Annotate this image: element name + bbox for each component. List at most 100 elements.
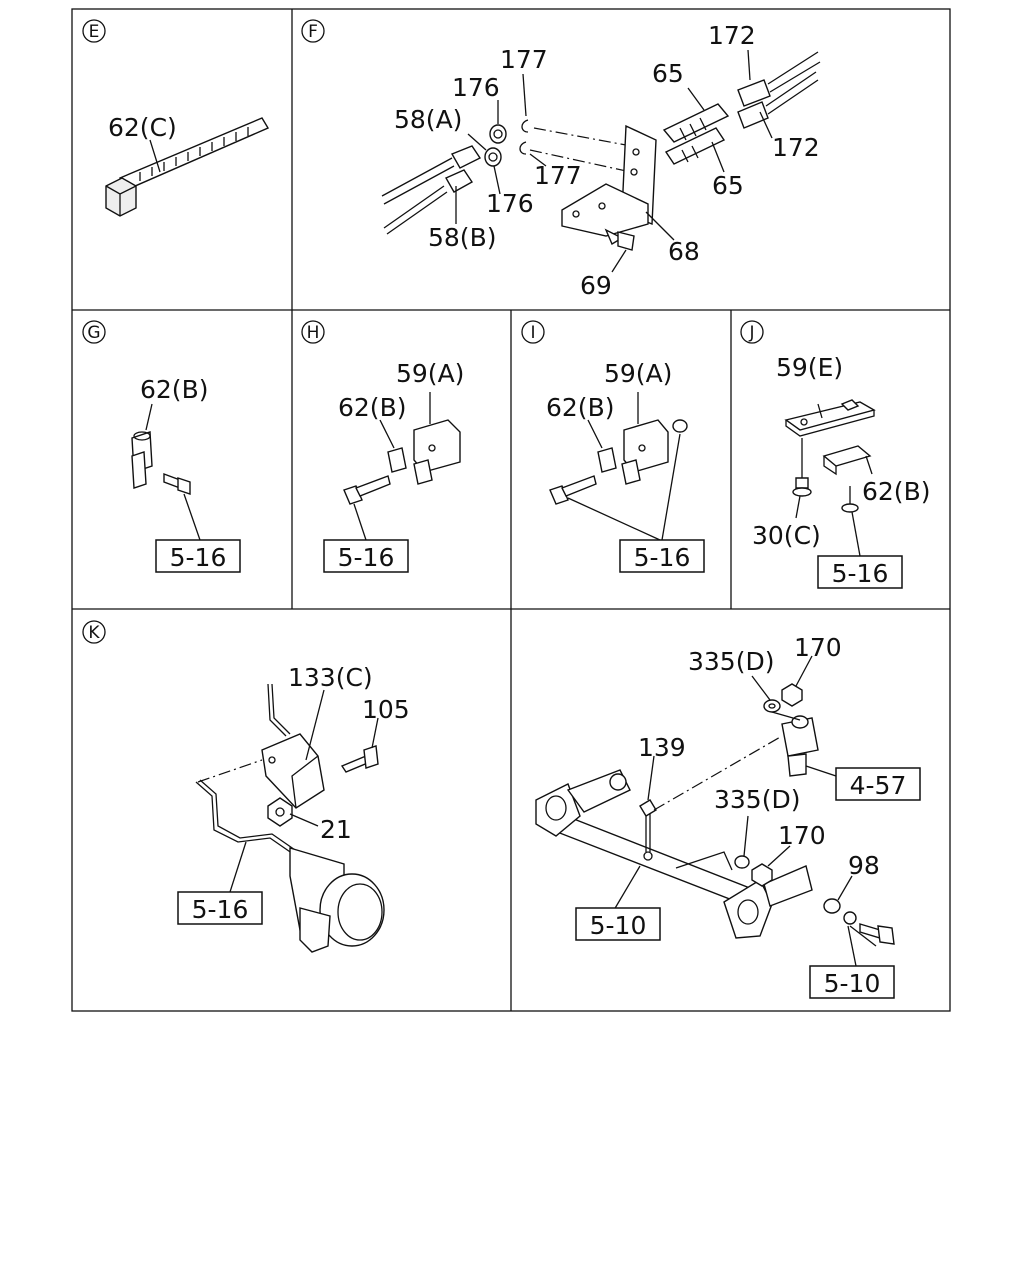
label-176-bottom: 176 bbox=[486, 189, 534, 218]
label-68: 68 bbox=[668, 237, 700, 266]
couplers-65 bbox=[662, 103, 730, 165]
panel-k-letter: K bbox=[88, 623, 100, 643]
panel-h-letter: H bbox=[307, 323, 320, 343]
label-65-bottom: 65 bbox=[712, 171, 744, 200]
bolt-g bbox=[163, 472, 191, 495]
ref-box-510-left bbox=[575, 907, 661, 941]
ref-5-16-g[interactable]: 5-16 bbox=[170, 543, 227, 572]
ref-box-k bbox=[177, 891, 263, 925]
label-139: 139 bbox=[638, 733, 686, 762]
ref-4-57[interactable]: 4-57 bbox=[850, 771, 907, 800]
bracket-68 bbox=[561, 124, 657, 237]
fittings-172 bbox=[737, 51, 821, 129]
ref-5-10-left[interactable]: 5-10 bbox=[590, 911, 647, 940]
panel-j-marker bbox=[740, 320, 764, 344]
bracket-133c bbox=[261, 683, 325, 809]
nut-170-mid bbox=[751, 863, 773, 887]
label-133c: 133(C) bbox=[288, 663, 373, 692]
panel-i-letter: I bbox=[530, 323, 535, 343]
rod-k bbox=[195, 779, 299, 857]
panel-f-letter: F bbox=[308, 22, 318, 42]
bracket-59a-h bbox=[413, 419, 461, 473]
label-177-top: 177 bbox=[500, 45, 548, 74]
panel-e-marker bbox=[82, 19, 106, 43]
ref-box-h bbox=[323, 539, 409, 573]
ref-box-457 bbox=[835, 767, 921, 801]
washers-98 bbox=[823, 898, 857, 925]
panel-f: F bbox=[301, 19, 821, 300]
ref-box-i bbox=[619, 539, 705, 573]
label-59a-i: 59(A) bbox=[604, 359, 672, 388]
label-172-top: 172 bbox=[708, 21, 756, 50]
panel-h: H 59(A) 62(B) 5-16 bbox=[301, 320, 464, 573]
panel-e: E 62(C) bbox=[82, 19, 270, 217]
bolt-69 bbox=[604, 228, 635, 251]
panel-j-letter: J bbox=[748, 323, 754, 343]
label-65-top: 65 bbox=[652, 59, 684, 88]
nut-21 bbox=[267, 797, 293, 827]
label-62b-g: 62(B) bbox=[140, 375, 208, 404]
ref-5-16-i[interactable]: 5-16 bbox=[634, 543, 691, 572]
actuator-k bbox=[289, 847, 385, 953]
panel-i: I 59(A) 62(B) 5-16 bbox=[521, 320, 705, 573]
ref-box-j bbox=[817, 555, 903, 589]
nut-i bbox=[672, 419, 688, 433]
label-69: 69 bbox=[580, 271, 612, 300]
ref-box-510-right bbox=[809, 965, 895, 999]
bolt-h bbox=[343, 475, 391, 505]
panel-l: 335(D) 170 139 335(D) 170 98 4-57 5-10 5… bbox=[535, 633, 921, 999]
ref-box-g bbox=[155, 539, 241, 573]
clip-62b-i bbox=[597, 447, 641, 485]
ref-5-16-h[interactable]: 5-16 bbox=[338, 543, 395, 572]
ref-5-10-right[interactable]: 5-10 bbox=[824, 969, 881, 998]
washer-335d-top bbox=[763, 699, 781, 713]
label-335d-top: 335(D) bbox=[688, 647, 774, 676]
bracket-59a-i bbox=[623, 419, 669, 473]
label-62b-i: 62(B) bbox=[546, 393, 614, 422]
label-62b-h: 62(B) bbox=[338, 393, 406, 422]
panel-g: G 62(B) 5-16 bbox=[82, 320, 241, 573]
label-170-top: 170 bbox=[794, 633, 842, 662]
label-105: 105 bbox=[362, 695, 410, 724]
label-30c: 30(C) bbox=[752, 521, 821, 550]
panel-h-marker bbox=[301, 320, 325, 344]
panel-g-marker bbox=[82, 320, 106, 344]
label-59e: 59(E) bbox=[776, 353, 843, 382]
panel-i-marker bbox=[521, 320, 545, 344]
washers-f bbox=[484, 119, 529, 167]
label-172-bottom: 172 bbox=[772, 133, 820, 162]
ref-5-16-j[interactable]: 5-16 bbox=[832, 559, 889, 588]
bolt-105 bbox=[340, 745, 379, 773]
panel-k: K 133(C) 105 21 bbox=[82, 620, 410, 953]
bolt-j-ref bbox=[841, 486, 859, 513]
valve-4-57 bbox=[771, 711, 819, 777]
bolt-i bbox=[549, 475, 597, 505]
label-62c: 62(C) bbox=[108, 113, 177, 142]
clip-62b-h bbox=[387, 447, 433, 485]
label-98: 98 bbox=[848, 851, 880, 880]
hose-pair-left bbox=[381, 145, 482, 235]
bolt-30c bbox=[792, 438, 812, 497]
label-62b-j: 62(B) bbox=[862, 477, 930, 506]
clip-62b-g bbox=[131, 431, 153, 489]
label-177-bottom: 177 bbox=[534, 161, 582, 190]
panel-j: J 59(E) 62(B) 30(C) 5-16 bbox=[740, 320, 930, 589]
nut-170-top bbox=[781, 683, 803, 707]
label-58a: 58(A) bbox=[394, 105, 462, 134]
panel-k-marker bbox=[82, 620, 106, 644]
label-21: 21 bbox=[320, 815, 352, 844]
label-59a-h: 59(A) bbox=[396, 359, 464, 388]
label-335d-mid: 335(D) bbox=[714, 785, 800, 814]
label-176-top: 176 bbox=[452, 73, 500, 102]
bolt-510 bbox=[859, 923, 895, 945]
panel-e-letter: E bbox=[89, 22, 100, 42]
panel-g-letter: G bbox=[87, 323, 100, 343]
plate-59e bbox=[784, 399, 876, 437]
cable-tie-part bbox=[105, 117, 270, 217]
washer-335d-mid bbox=[734, 855, 750, 869]
label-170-mid: 170 bbox=[778, 821, 826, 850]
ref-5-16-k[interactable]: 5-16 bbox=[192, 895, 249, 924]
label-58b: 58(B) bbox=[428, 223, 496, 252]
clip-62b-j bbox=[822, 445, 872, 476]
